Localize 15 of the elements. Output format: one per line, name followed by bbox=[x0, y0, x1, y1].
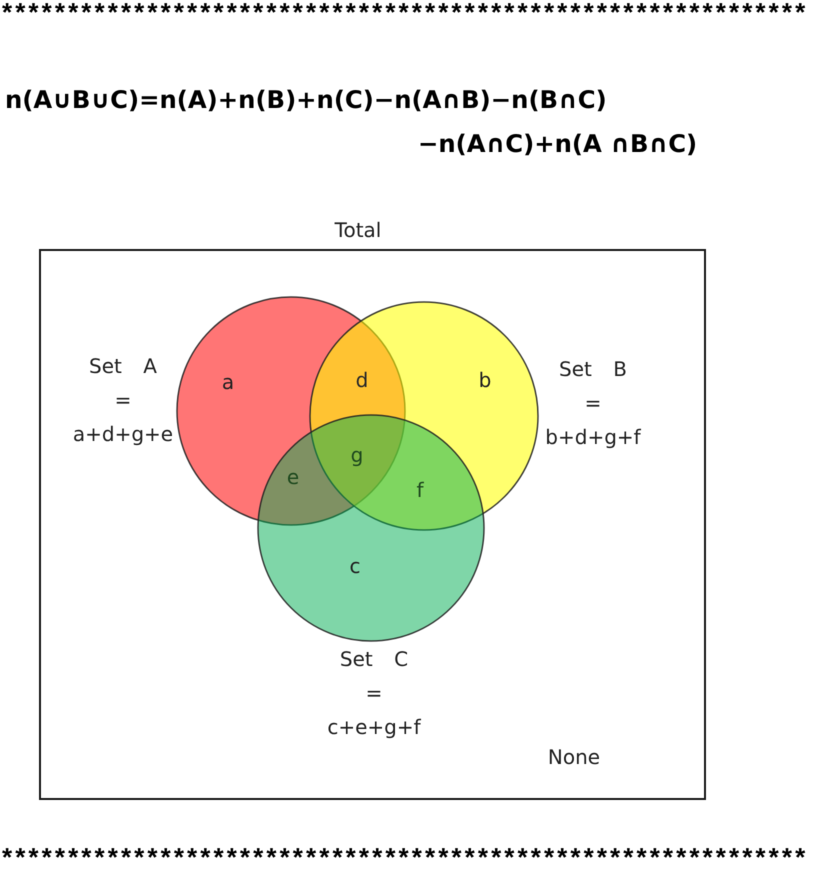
outside-region-label: None bbox=[548, 745, 600, 769]
set-formula: Set C = c+e+g+f bbox=[327, 646, 421, 741]
asterisk-divider: ************************************************************* bbox=[2, 0, 808, 24]
region-label: e bbox=[286, 465, 300, 489]
set-formula: Set A = a+d+g+e bbox=[72, 353, 174, 448]
formula-title: n(A∪B∪C)=n(A)+n(B)+n(C)−n(A∩B)−n(B∩C) −n(A∩C)+n(A ∩B∩C) bbox=[5, 84, 698, 160]
box-heading: Total bbox=[334, 218, 382, 242]
region-label: d bbox=[356, 368, 368, 392]
region-label: g bbox=[350, 443, 364, 467]
region-label: f bbox=[416, 478, 424, 502]
region-label: b bbox=[478, 368, 492, 392]
region-label: a bbox=[222, 370, 234, 394]
asterisk-divider: ************************************************************* bbox=[2, 845, 808, 869]
set-formula: Set B = b+d+g+f bbox=[545, 356, 641, 451]
region-label: c bbox=[350, 554, 360, 578]
